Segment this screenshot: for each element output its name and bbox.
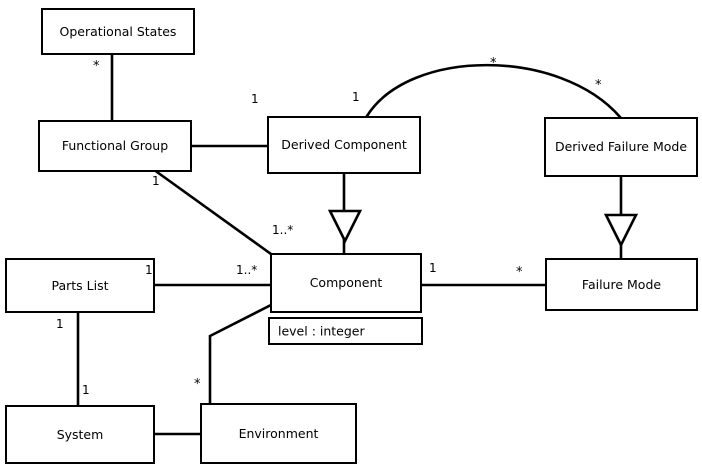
class-name-label: Failure Mode <box>581 276 662 292</box>
class-name-label: Environment <box>238 425 319 441</box>
generalization-arrows <box>327 174 639 258</box>
association-lines <box>76 53 622 436</box>
multiplicity-label: * <box>516 265 523 280</box>
class-box-system[interactable]: System <box>5 405 155 464</box>
association-line <box>155 170 273 256</box>
class-name-label: Parts List <box>51 277 109 293</box>
class-box-environment[interactable]: Environment <box>200 403 357 464</box>
multiplicity-label: 1 <box>145 263 153 277</box>
class-name-label: System <box>56 426 104 442</box>
class-name-label: Operational States <box>59 23 177 39</box>
class-box-operational-states[interactable]: Operational States <box>41 8 195 55</box>
class-box-derived-component[interactable]: Derived Component <box>267 116 421 174</box>
multiplicity-label: 1 <box>352 90 360 104</box>
multiplicity-label: 1 <box>82 383 90 397</box>
multiplicity-label: 1 <box>251 92 259 106</box>
class-name-label: Component <box>309 275 383 291</box>
class-box-derived-failure-mode[interactable]: Derived Failure Mode <box>544 117 698 177</box>
class-name-label: Functional Group <box>61 138 169 154</box>
multiplicity-label: * <box>595 78 602 93</box>
class-box-component[interactable]: Component <box>270 253 422 313</box>
multiplicity-label: 1 <box>152 174 160 188</box>
class-box-functional-group[interactable]: Functional Group <box>38 120 192 172</box>
class-name-label: Derived Component <box>281 137 407 153</box>
association-line <box>365 63 622 119</box>
class-name-label: Derived Failure Mode <box>554 139 688 155</box>
class-box-failure-mode[interactable]: Failure Mode <box>545 258 698 311</box>
generalization-triangle-icon <box>603 213 639 248</box>
multiplicity-label: * <box>194 377 201 392</box>
multiplicity-label: 1..* <box>236 263 258 277</box>
class-attributes-compartment-component[interactable]: level : integer <box>268 317 423 345</box>
generalization-triangle-icon <box>327 209 363 244</box>
association-line <box>208 303 273 405</box>
multiplicity-label: * <box>490 56 497 71</box>
multiplicity-label: 1 <box>429 261 437 275</box>
multiplicity-label: * <box>93 59 100 74</box>
multiplicity-label: 1 <box>56 317 64 331</box>
class-box-parts-list[interactable]: Parts List <box>5 258 155 313</box>
multiplicity-label: 1..* <box>272 223 294 237</box>
class-attribute-label: level : integer <box>278 323 365 339</box>
